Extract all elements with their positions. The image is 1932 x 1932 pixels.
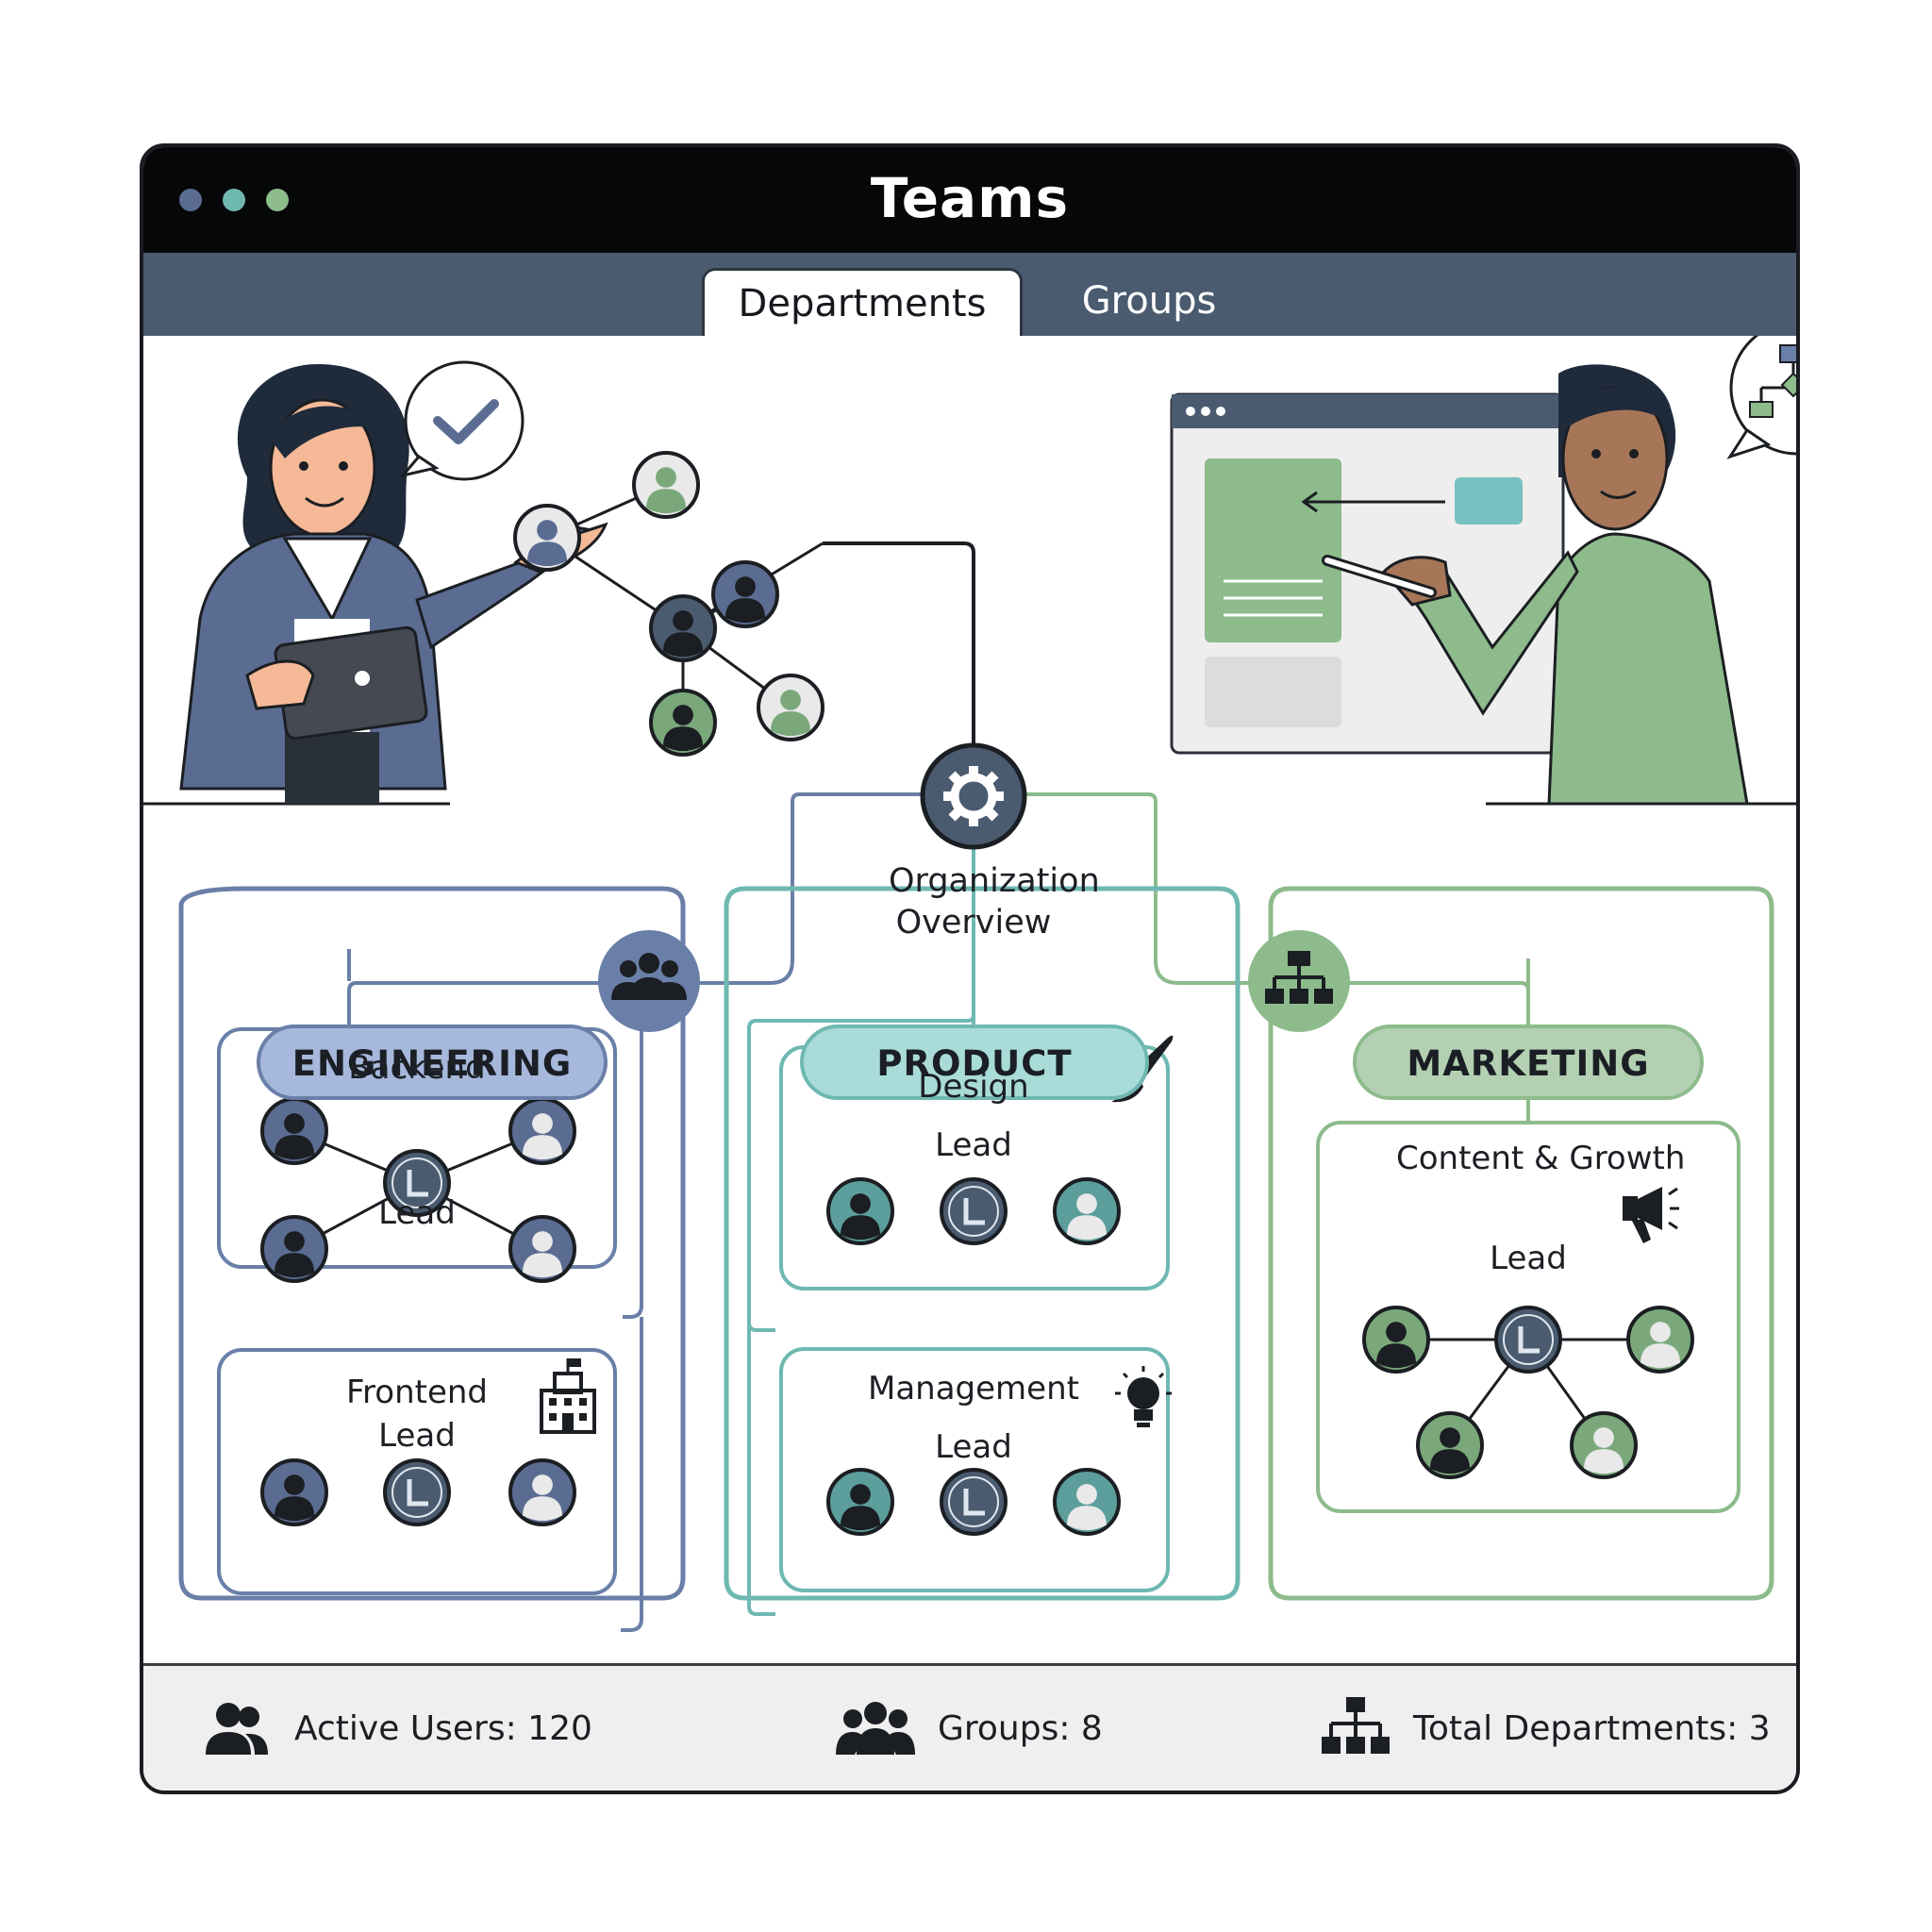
member-avatar[interactable] [649, 689, 717, 757]
org-diagram [143, 336, 1796, 1632]
tab-groups[interactable]: Groups [1081, 279, 1217, 323]
member-avatar[interactable] [260, 1458, 328, 1526]
group-people-icon [611, 953, 687, 1000]
group-design-title: Design [918, 1068, 1029, 1106]
member-avatar[interactable] [508, 1458, 576, 1526]
gear-icon [943, 766, 1004, 826]
window-dot-green[interactable] [266, 189, 289, 211]
group-people-icon [836, 1702, 915, 1755]
presenter-man-illustration [1170, 364, 1749, 806]
group-backend-title: Backend [348, 1049, 486, 1087]
group-backend-lead-label: Lead [378, 1194, 456, 1232]
member-avatar[interactable] [1053, 1177, 1121, 1245]
group-design-lead-label: Lead [935, 1126, 1012, 1164]
org-chart-area: Organization Overview ENGINEERING PRODUC… [143, 336, 1796, 1666]
department-product[interactable]: PRODUCT [800, 1024, 1149, 1100]
member-avatar[interactable] [757, 674, 824, 741]
check-icon [433, 399, 499, 444]
app-title: Teams [870, 166, 1070, 230]
lead-avatar[interactable] [940, 1468, 1008, 1536]
member-avatar[interactable] [711, 560, 779, 628]
tab-departments[interactable]: Departments [702, 268, 1023, 336]
window-dot-teal[interactable] [223, 189, 245, 211]
group-content-growth-lead-label: Lead [1490, 1240, 1567, 1277]
total-departments-stat: Total Departments: 3 [1321, 1697, 1771, 1758]
member-avatar[interactable] [1362, 1306, 1430, 1374]
hub-gear[interactable] [920, 742, 1027, 850]
member-avatar[interactable] [826, 1177, 894, 1245]
member-avatar[interactable] [1570, 1411, 1638, 1479]
department-marketing[interactable]: MARKETING [1353, 1024, 1704, 1100]
megaphone-icon [1623, 1187, 1679, 1243]
lead-avatar[interactable] [1494, 1306, 1562, 1374]
lightbulb-icon [1115, 1366, 1172, 1427]
member-avatar[interactable] [508, 1097, 576, 1165]
speech-bubble-check [398, 360, 525, 481]
active-users-text: Active Users: 120 [294, 1708, 592, 1748]
lead-badge-icon [963, 1198, 985, 1225]
groups-stat: Groups: 8 [836, 1698, 1103, 1758]
teams-window: Teams Departments Groups [140, 143, 1800, 1794]
member-avatar[interactable] [260, 1097, 328, 1165]
group-management-title: Management [868, 1370, 1079, 1407]
member-avatar[interactable] [826, 1468, 894, 1536]
group-frontend-lead-label: Lead [378, 1417, 456, 1455]
presenter-woman-illustration [179, 364, 608, 804]
lead-badge-icon [407, 1479, 428, 1507]
lead-avatar[interactable] [383, 1149, 451, 1217]
lead-badge-icon [407, 1170, 428, 1197]
member-avatar[interactable] [1053, 1468, 1121, 1536]
total-departments-text: Total Departments: 3 [1413, 1708, 1771, 1748]
lead-avatar[interactable] [383, 1458, 451, 1526]
building-icon [540, 1358, 596, 1434]
org-chart-icon [1322, 1697, 1390, 1754]
department-engineering[interactable]: ENGINEERING [257, 1024, 608, 1100]
groups-text: Groups: 8 [938, 1708, 1103, 1748]
hub-marketing[interactable] [1248, 930, 1350, 1032]
avatar-layer [260, 451, 1694, 1536]
window-dot-blue[interactable] [179, 189, 202, 211]
active-users-stat: Active Users: 120 [202, 1698, 592, 1758]
hub-engineering[interactable] [598, 930, 700, 1032]
member-avatar[interactable] [260, 1215, 328, 1283]
group-content-growth-title: Content & Growth [1396, 1140, 1686, 1177]
lead-avatar[interactable] [940, 1177, 1008, 1245]
group-frontend-title: Frontend [345, 1374, 489, 1411]
group-management-lead-label: Lead [935, 1428, 1012, 1466]
users-icon [206, 1703, 268, 1755]
member-avatar[interactable] [508, 1215, 576, 1283]
lead-badge-icon [1518, 1326, 1540, 1354]
member-avatar[interactable] [1626, 1306, 1694, 1374]
member-avatar[interactable] [1416, 1411, 1484, 1479]
tab-bar: Departments Groups [143, 253, 1796, 336]
status-footer: Active Users: 120 Groups: 8 Total Depart… [143, 1663, 1796, 1790]
title-bar: Teams [143, 147, 1796, 253]
speech-bubble-org-chart [1726, 336, 1796, 459]
member-avatar[interactable] [632, 451, 700, 519]
org-chart-icon [1265, 951, 1333, 1004]
member-avatar[interactable] [513, 504, 581, 572]
lead-badge-icon [963, 1489, 985, 1516]
organization-overview-label: Organization Overview [889, 862, 1100, 941]
member-avatar[interactable] [649, 594, 717, 662]
